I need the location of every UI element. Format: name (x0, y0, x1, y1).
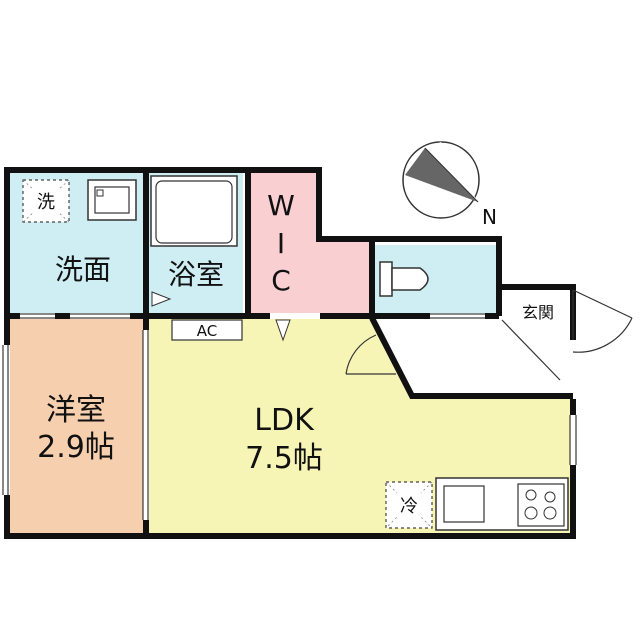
wic-area (248, 173, 372, 315)
ldk-size: 7.5帖 (245, 441, 323, 476)
wic-label-i: I (277, 227, 285, 260)
bath-door-arrow (151, 291, 172, 307)
entrance-door (572, 289, 633, 353)
ldk-door (345, 334, 396, 375)
bathroom-label: 浴室 (168, 258, 224, 291)
western-room-area (10, 318, 145, 533)
stove (517, 483, 565, 527)
washer-mark: 洗 (37, 192, 55, 213)
north-label: N (482, 205, 497, 229)
wic-label-w: W (267, 189, 295, 222)
ldk-name: LDK (254, 403, 315, 438)
western-room-size: 2.9帖 (37, 430, 115, 465)
entrance-label: 玄関 (522, 303, 554, 322)
washroom-label: 洗面 (55, 253, 111, 286)
wic-label-c: C (271, 264, 291, 297)
western-room-name: 洋室 (46, 393, 106, 428)
ac-unit (171, 319, 243, 341)
window-lines (2, 313, 577, 520)
compass (402, 141, 480, 219)
bathtub (150, 175, 238, 247)
ac-label: AC (197, 322, 217, 340)
openings (0, 313, 578, 520)
wic-door-arrow (275, 319, 291, 342)
fridge-mark: 冷 (400, 496, 418, 517)
toilet-icon (379, 261, 429, 297)
